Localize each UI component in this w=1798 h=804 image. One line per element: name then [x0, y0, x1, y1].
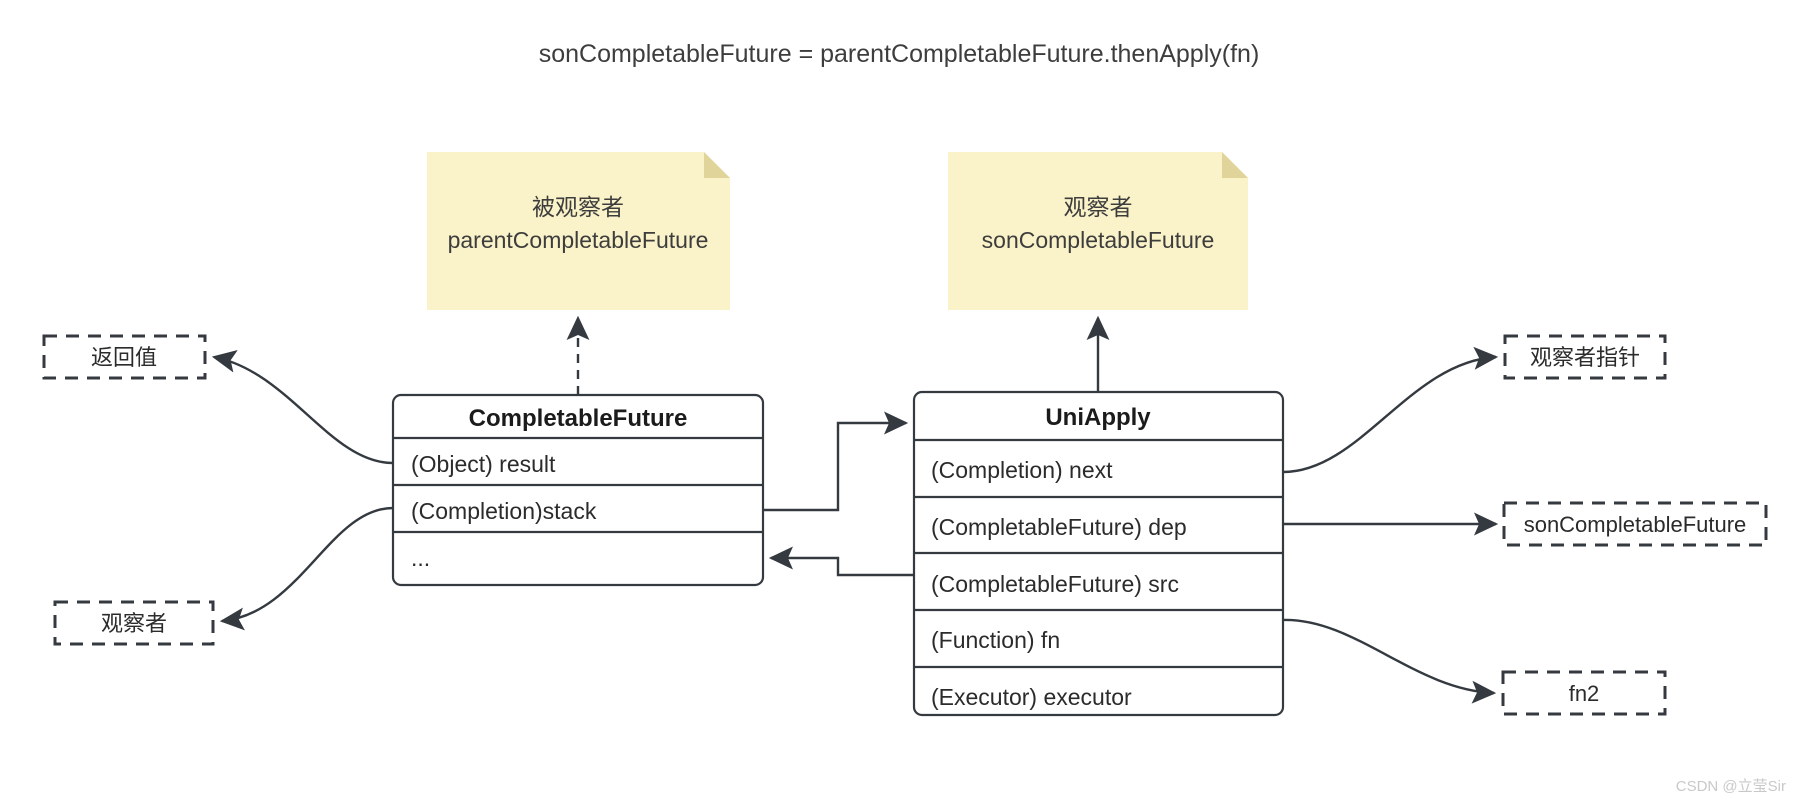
page-title: sonCompletableFuture = parentCompletable…: [539, 40, 1260, 68]
annotation-observer-pointer: 观察者指针: [1503, 334, 1667, 380]
note-parent: 被观察者 parentCompletableFuture: [427, 152, 730, 310]
connector-stack-to-uniapply: [763, 411, 909, 512]
annotation-return-value: 返回值: [42, 334, 207, 380]
watermark: CSDN @立莹Sir: [1676, 778, 1786, 795]
note-son-line1: 观察者: [1064, 194, 1133, 220]
uni-apply-title: UniApply: [1045, 404, 1151, 431]
connector-src-to-completablefuture: [768, 546, 914, 577]
son-completable-future-label: sonCompletableFuture: [1524, 512, 1747, 537]
note-parent-line1: 被观察者: [532, 194, 624, 220]
ua-field-dep: (CompletableFuture) dep: [931, 514, 1187, 540]
observer-pointer-label: 观察者指针: [1530, 345, 1640, 370]
observer-box: [53, 600, 215, 646]
connector-stack-to-observer: [219, 506, 394, 631]
cf-field-result: (Object) result: [411, 451, 556, 477]
ua-field-next: (Completion) next: [931, 457, 1113, 483]
cf-field-ellipsis: ...: [411, 545, 430, 571]
annotation-son-completable-future: sonCompletableFuture: [1502, 501, 1768, 547]
ua-field-executor: (Executor) executor: [931, 684, 1132, 710]
annotation-fn2: fn2: [1501, 670, 1667, 716]
ua-field-fn: (Function) fn: [931, 627, 1060, 653]
note-son: 观察者 sonCompletableFuture: [948, 152, 1248, 310]
connector-next-to-observer-pointer: [1282, 346, 1499, 474]
fn2-box: [1501, 670, 1667, 716]
observer-label: 观察者: [101, 611, 167, 636]
note-son-line2: sonCompletableFuture: [982, 227, 1215, 253]
connector-fn-to-fn2: [1282, 618, 1497, 704]
completable-future-outline: [391, 393, 765, 587]
observer-pointer-box: [1503, 334, 1667, 380]
class-box-uni-apply: UniApply (Completion) next (CompletableF…: [912, 390, 1285, 717]
cf-field-stack: (Completion)stack: [411, 498, 597, 524]
class-box-completable-future: CompletableFuture (Object) result (Compl…: [391, 393, 765, 587]
return-value-label: 返回值: [91, 345, 157, 370]
son-completable-future-box: [1502, 501, 1768, 547]
ua-field-src: (CompletableFuture) src: [931, 571, 1179, 597]
completable-future-title: CompletableFuture: [469, 405, 688, 432]
note-parent-line2: parentCompletableFuture: [448, 227, 709, 253]
annotation-observer: 观察者: [53, 600, 215, 646]
connector-result-to-return-value: [211, 350, 394, 465]
fn2-label: fn2: [1569, 681, 1600, 706]
return-value-box: [42, 334, 207, 380]
